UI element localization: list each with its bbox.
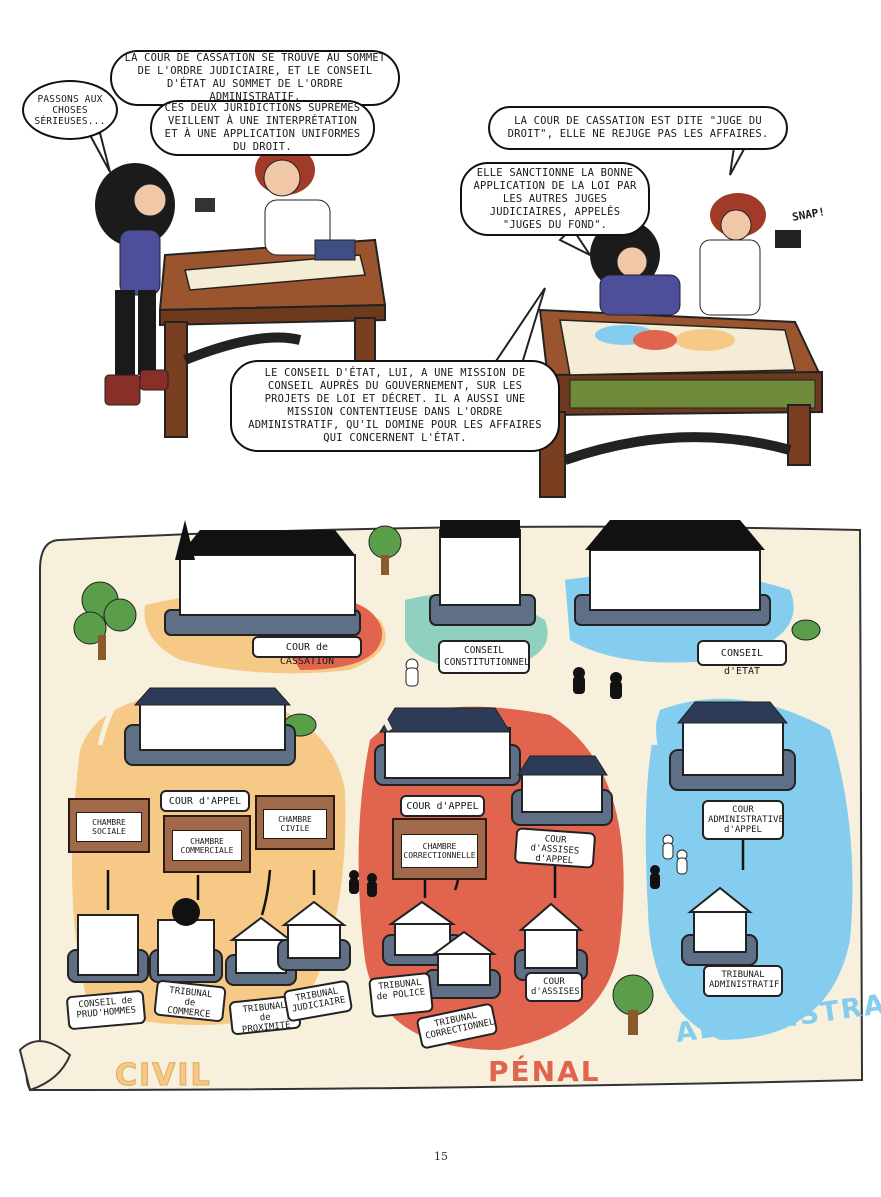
speech-bubble-5: ELLE SANCTIONNE LA BONNE APPLICATION DE … xyxy=(460,162,650,236)
chambre-civile-box: CHAMBRE CIVILE xyxy=(255,795,335,850)
label-conseil-constitutionnel: CONSEIL CONSTITUTIONNEL xyxy=(438,640,530,674)
hierarchy-arrows xyxy=(97,668,665,746)
cour-appel-penal-building xyxy=(374,707,521,786)
woman-dark-hair-left xyxy=(95,163,215,406)
conseil-prudhommes-building xyxy=(67,914,149,983)
chambre-sociale-box: CHAMBRE SOCIALE xyxy=(68,798,150,853)
tree-icon xyxy=(368,525,402,575)
speech-text: PASSONS AUX CHOSES SÉRIEUSES... xyxy=(34,93,106,127)
cour-administrative-appel-building xyxy=(669,701,796,791)
pawn-icon xyxy=(405,658,688,875)
speech-text: ELLE SANCTIONNE LA BONNE APPLICATION DE … xyxy=(473,166,637,231)
label-conseil-prudhommes: CONSEIL de PRUD'HOMMES xyxy=(65,989,147,1031)
conseil-etat-building xyxy=(574,520,771,626)
label-tribunal-administratif: TRIBUNAL ADMINISTRATIF xyxy=(703,965,783,997)
speech-bubble-6: LE CONSEIL D'ÉTAT, LUI, A UNE MISSION DE… xyxy=(230,360,560,452)
speech-text: LE CONSEIL D'ÉTAT, LUI, A UNE MISSION DE… xyxy=(248,367,542,444)
right-table xyxy=(538,308,823,498)
label-cour-appel-penal: COUR d'APPEL xyxy=(400,795,485,817)
label-chambre-commerciale: CHAMBRE COMMERCIALE xyxy=(171,829,243,862)
speech-text: LA COUR DE CASSATION SE TROUVE AU SOMMET… xyxy=(124,52,386,103)
tribunal-judiciaire-building xyxy=(277,900,351,971)
pawn-icon xyxy=(349,667,660,897)
label-conseil-etat: CONSEIL d'ÉTAT xyxy=(697,640,787,677)
label-tribunal-commerce: TRIBUNAL de COMMERCE xyxy=(153,979,227,1023)
cour-assises-appel-building xyxy=(511,755,613,826)
label-cour-assises-appel: COUR d'ASSISES d'APPEL xyxy=(513,827,597,869)
bubble-tail xyxy=(88,131,111,173)
speech-bubble-1: PASSONS AUX CHOSES SÉRIEUSES... xyxy=(22,80,118,140)
speech-text: CES DEUX JURIDICTIONS SUPRÊMES VEILLENT … xyxy=(164,102,361,153)
cour-de-cassation-building xyxy=(164,520,361,636)
label-chambre-civile: CHAMBRE CIVILE xyxy=(263,809,327,839)
woman-red-hair-right xyxy=(699,193,801,316)
label-cour-appel-civil: COUR d'APPEL xyxy=(160,790,250,812)
chambre-correctionnelle-box: CHAMBRE CORRECTIONNELLE xyxy=(392,818,487,880)
bubble-tail xyxy=(488,287,546,371)
page-number: 15 xyxy=(434,1150,448,1163)
label-chambre-sociale: CHAMBRE SOCIALE xyxy=(76,812,142,842)
cour-appel-civil-building xyxy=(124,687,296,766)
label-chambre-correctionnelle: CHAMBRE CORRECTIONNELLE xyxy=(401,833,478,868)
tribunal-correctionnel-building xyxy=(424,930,501,999)
category-penal: PÉNAL xyxy=(488,1055,601,1088)
comic-panels-illustration xyxy=(88,96,823,498)
tribunal-police-building xyxy=(382,900,464,966)
conseil-constitutionnel-building xyxy=(429,520,536,626)
label-cour-de-cassation: COUR de CASSATION xyxy=(252,636,362,667)
tree-icon xyxy=(612,974,654,1035)
label-tribunal-police: TRIBUNAL de POLICE xyxy=(368,971,434,1019)
tree-icon xyxy=(73,581,137,660)
speech-bubble-2: LA COUR DE CASSATION SE TROUVE AU SOMMET… xyxy=(110,50,400,106)
label-cour-administrative-appel: COUR ADMINISTRATIVE d'APPEL xyxy=(702,800,784,840)
speech-bubble-3: CES DEUX JURIDICTIONS SUPRÊMES VEILLENT … xyxy=(150,100,375,156)
tribunal-administratif-building xyxy=(681,886,758,966)
speech-text: LA COUR DE CASSATION EST DITE "JUGE DU D… xyxy=(507,115,769,140)
chambre-commerciale-box: CHAMBRE COMMERCIALE xyxy=(163,815,251,873)
woman-dark-hair-right xyxy=(590,220,681,316)
category-civil: CIVIL xyxy=(115,1058,212,1094)
label-cour-assises: COUR d'ASSISES xyxy=(525,972,583,1002)
speech-bubble-4: LA COUR DE CASSATION EST DITE "JUGE DU D… xyxy=(488,106,788,150)
woman-red-hair-left xyxy=(255,145,356,261)
